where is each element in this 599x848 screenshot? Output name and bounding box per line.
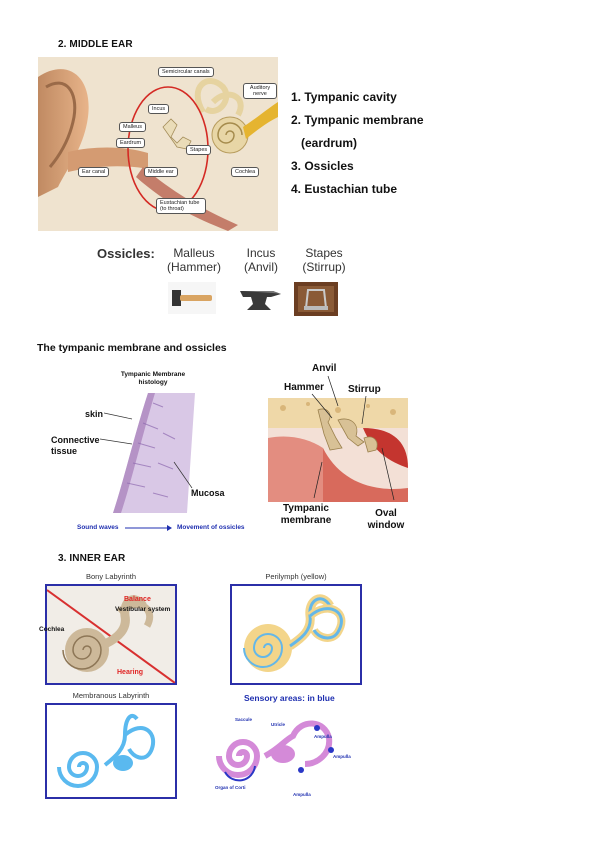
section-heading-middle-ear: 2. MIDDLE EAR xyxy=(58,39,133,50)
perilymph-illustration xyxy=(243,594,346,672)
histology-title: Tympanic Membrane histology xyxy=(120,371,186,386)
label-utricle: Utricle xyxy=(271,722,286,727)
ossicle-name: Incus xyxy=(246,246,276,260)
caption-sensory-areas: Sensory areas: in blue xyxy=(244,693,335,703)
label-hammer: Hammer xyxy=(284,382,325,393)
callout-semicircular-canals: Semicircular canals xyxy=(158,67,214,77)
label-sound-waves: Sound waves xyxy=(77,524,119,531)
label-oval-window: Oval window xyxy=(367,508,405,531)
hammer-icon xyxy=(168,282,216,314)
label-saccule: Saccule xyxy=(235,717,253,722)
callout-incus: Incus xyxy=(148,104,170,114)
label-skin: skin xyxy=(85,409,104,419)
callout-ear-canal: Ear canal xyxy=(78,167,110,177)
list-item: (eardrum) xyxy=(301,136,358,150)
list-item: 2. Tympanic membrane xyxy=(291,113,424,127)
callout-malleus: Malleus xyxy=(119,122,146,132)
list-item: 4. Eustachian tube xyxy=(291,182,398,196)
label-ampulla-top: Ampulla xyxy=(314,734,332,739)
ossicles-illustration xyxy=(268,398,408,502)
label-tympanic-membrane: Tympanic membrane xyxy=(280,503,332,526)
ossicle-malleus: Malleus (Hammer) xyxy=(164,246,224,274)
callout-stapes: Stapes xyxy=(186,145,212,155)
ossicle-incus: Incus (Anvil) xyxy=(235,246,287,274)
caption-perilymph: Perilymph (yellow) xyxy=(265,572,327,581)
list-item: 3. Ossicles xyxy=(291,159,354,173)
ossicle-stapes: Stapes (Stirrup) xyxy=(296,246,352,274)
ossicles-title: Ossicles: xyxy=(97,246,155,261)
bony-labyrinth-illustration xyxy=(46,589,176,684)
label-ampulla-right: Ampulla xyxy=(333,754,351,759)
ossicle-common-name: (Stirrup) xyxy=(302,260,346,274)
sensory-areas-illustration xyxy=(216,720,334,782)
perilymph-panel xyxy=(230,584,362,685)
label-ampulla-bottom: Ampulla xyxy=(293,792,311,797)
ossicle-common-name: (Anvil) xyxy=(243,260,278,274)
label-movement-ossicles: Movement of ossicles xyxy=(177,524,245,531)
arrow-right-icon xyxy=(125,525,172,531)
membranous-labyrinth-panel xyxy=(45,703,177,799)
callout-cochlea: Cochlea xyxy=(231,167,260,177)
sensory-areas-panel: Saccule Utricle Ampulla Ampulla Ampulla … xyxy=(205,706,355,802)
label-connective-tissue: Connective tissue xyxy=(51,435,100,456)
list-item: 1. Tympanic cavity xyxy=(291,90,397,104)
callout-eardrum: Eardrum xyxy=(116,138,146,148)
caption-bony-labyrinth: Bony Labyrinth xyxy=(85,572,137,581)
callout-auditory-nerve: Auditory nerve xyxy=(243,83,277,99)
stirrup-icon xyxy=(294,282,338,316)
bony-labyrinth-panel: Balance Vestibular system Cochlea Hearin… xyxy=(39,584,177,685)
label-cochlea: Cochlea xyxy=(39,626,65,633)
label-vestibular-system: Vestibular system xyxy=(115,606,171,613)
ossicle-name: Stapes xyxy=(305,246,343,260)
anvil-icon xyxy=(240,291,281,310)
callout-middle-ear: Middle ear xyxy=(144,167,178,177)
middle-ear-diagram: Semicircular canals Auditory nerve Incus… xyxy=(38,57,278,231)
label-stirrup: Stirrup xyxy=(348,384,381,395)
membranous-labyrinth-illustration xyxy=(57,713,156,788)
label-balance: Balance xyxy=(124,596,151,603)
ossicle-common-name: (Hammer) xyxy=(167,260,221,274)
label-mucosa: Mucosa xyxy=(191,488,225,498)
caption-membranous-labyrinth: Membranous Labyrinth xyxy=(72,691,150,700)
histology-image xyxy=(113,393,195,513)
middle-ear-parts-list: 1. Tympanic cavity 2. Tympanic membrane … xyxy=(291,86,424,201)
section-heading-tympanic: The tympanic membrane and ossicles xyxy=(37,342,227,354)
label-organ-of-corti: Organ of Corti xyxy=(215,785,246,790)
label-hearing: Hearing xyxy=(117,669,144,676)
ossicle-name: Malleus xyxy=(173,246,215,260)
callout-eustachian-tube: Eustachian tube (to throat) xyxy=(156,198,206,214)
section-heading-inner-ear: 3. INNER EAR xyxy=(58,553,126,564)
label-anvil: Anvil xyxy=(312,363,337,374)
